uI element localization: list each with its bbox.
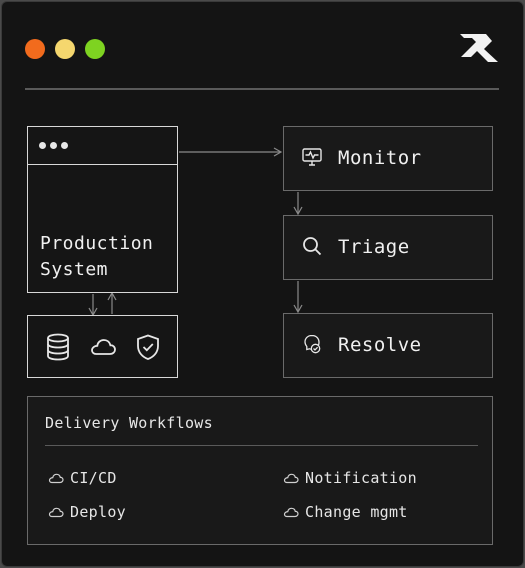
workflow-label: CI/CD <box>70 469 117 487</box>
resolve-label: Resolve <box>338 334 422 356</box>
workflow-item-notification[interactable]: Notification <box>283 469 417 487</box>
minimize-button[interactable] <box>55 39 75 59</box>
cloud-icon <box>91 339 116 355</box>
workflow-label: Change mgmt <box>305 503 408 521</box>
workflow-label: Deploy <box>70 503 126 521</box>
workflows-title: Delivery Workflows <box>45 414 213 432</box>
cloud-icon <box>283 507 299 518</box>
menu-dot <box>39 142 46 149</box>
production-system-box[interactable]: Production System <box>27 126 178 293</box>
production-system-label: Production System <box>40 233 154 280</box>
workflow-item-cicd[interactable]: CI/CD <box>48 469 117 487</box>
database-icon <box>47 333 69 361</box>
resolve-icon <box>304 334 321 354</box>
cloud-icon <box>48 473 64 484</box>
close-button[interactable] <box>25 39 45 59</box>
search-icon <box>303 237 322 256</box>
cloud-icon <box>283 473 299 484</box>
workflow-label: Notification <box>305 469 417 487</box>
brand-logo <box>460 34 498 62</box>
menu-dot <box>50 142 57 149</box>
cloud-icon <box>48 507 64 518</box>
header-divider <box>25 88 499 90</box>
delivery-workflows-panel: Delivery Workflows CI/CD Notification De… <box>27 396 493 545</box>
workflows-divider <box>45 445 478 446</box>
resolve-step[interactable]: Resolve <box>283 313 493 378</box>
maximize-button[interactable] <box>85 39 105 59</box>
production-titlebar <box>28 127 177 165</box>
shield-check-icon <box>137 334 159 360</box>
triage-step[interactable]: Triage <box>283 215 493 280</box>
workflow-item-deploy[interactable]: Deploy <box>48 503 126 521</box>
monitor-icon <box>302 148 322 166</box>
workflow-item-change-mgmt[interactable]: Change mgmt <box>283 503 408 521</box>
monitor-step[interactable]: Monitor <box>283 126 493 191</box>
triage-label: Triage <box>338 236 410 258</box>
monitor-label: Monitor <box>338 147 422 169</box>
menu-dot <box>61 142 68 149</box>
infrastructure-box[interactable] <box>27 315 178 378</box>
